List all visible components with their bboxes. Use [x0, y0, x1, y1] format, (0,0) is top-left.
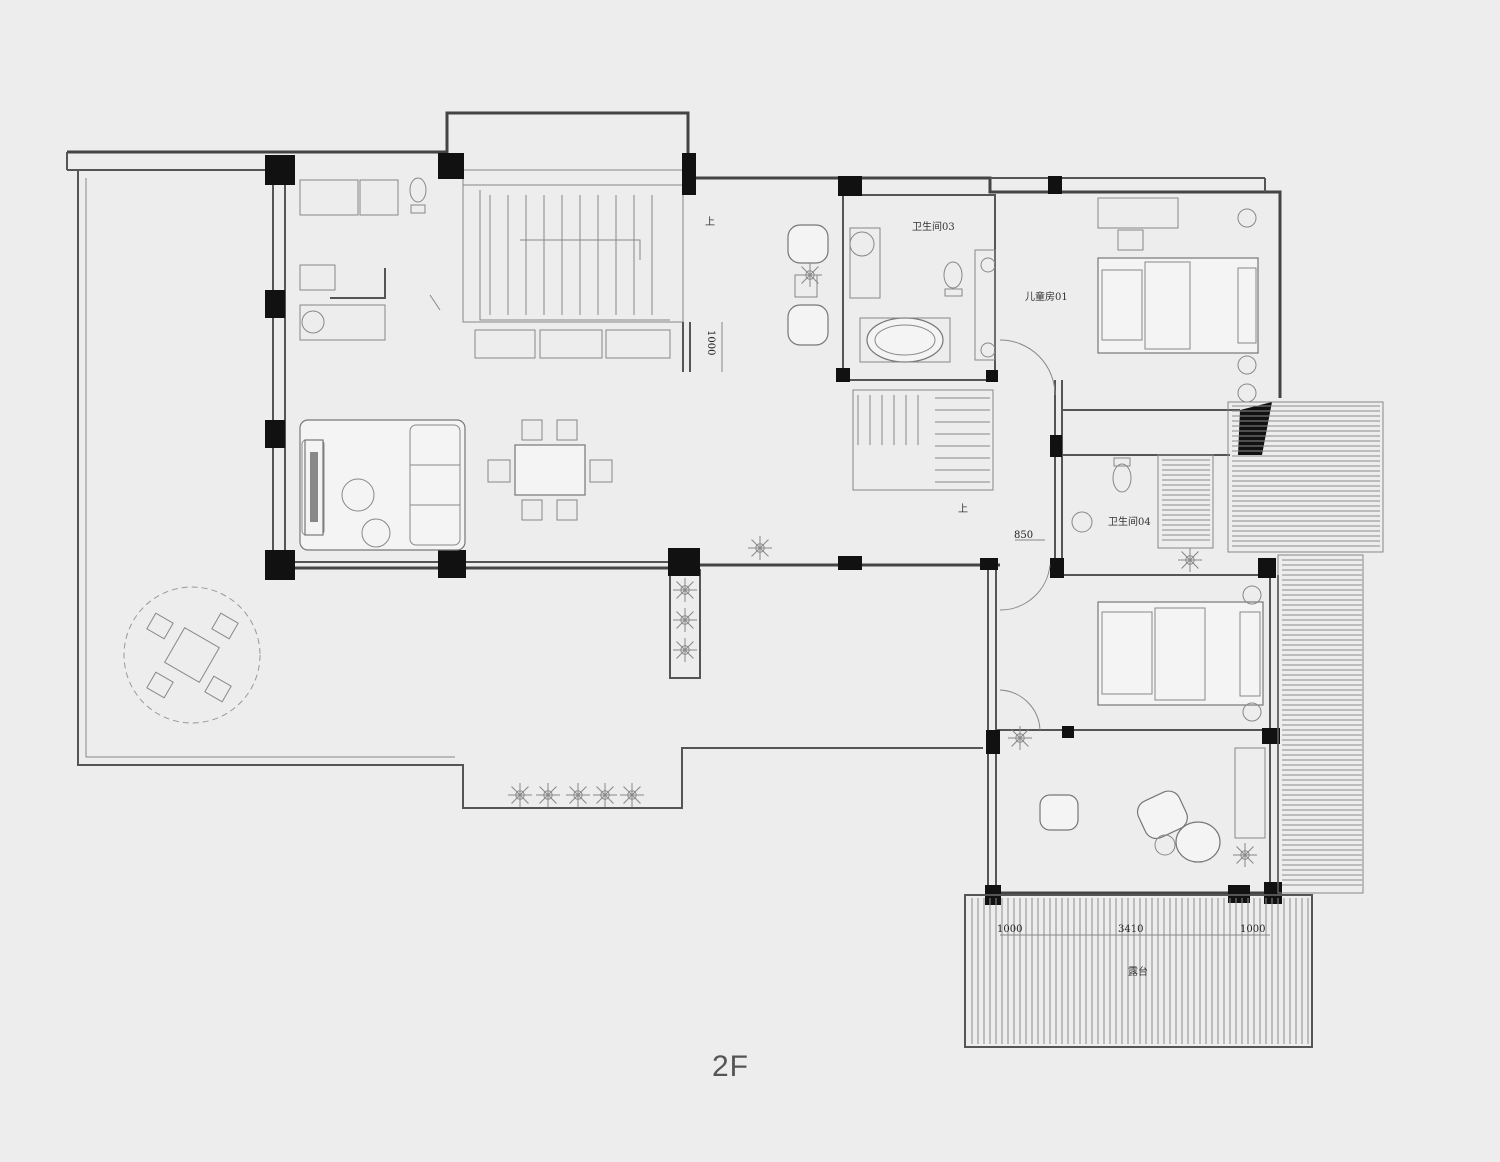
bath-03-fixtures [849, 227, 996, 363]
terrace-deck-right [1227, 401, 1384, 894]
floor-label: 2F [712, 1050, 750, 1083]
tv-cabinet [304, 439, 324, 536]
bedroom-2-bed [1097, 585, 1264, 722]
stair-upper [479, 190, 670, 321]
room-label-kids-room-01: 儿童房01 [1025, 290, 1068, 303]
room-label-bath-04: 卫生间04 [1108, 515, 1151, 528]
plant-icons [508, 263, 1257, 867]
door-swings [429, 294, 1056, 731]
dimension-terrace-mid: 3410 [1118, 924, 1143, 935]
sofa-set [299, 419, 466, 551]
armchairs [787, 224, 829, 346]
dimension-lines [721, 322, 1270, 936]
closet-hatch [1157, 454, 1214, 549]
terrace-deck-bottom [964, 894, 1313, 1048]
cabinet-row [474, 329, 671, 359]
powder-room [299, 177, 427, 341]
stair-up-mark-2: 上 [958, 503, 968, 515]
dimension-terrace-right: 1000 [1240, 924, 1265, 935]
stair-up-mark-1: 上 [705, 216, 715, 228]
stair-lower [852, 389, 994, 491]
columns [265, 153, 1282, 905]
room-label-bath-03: 卫生间03 [912, 220, 955, 233]
dining-table [487, 419, 613, 521]
dimension-door-width: 850 [1014, 530, 1033, 541]
outdoor-table [123, 586, 261, 724]
lounge-chairs [1039, 747, 1266, 863]
bath-04-fixtures [1071, 457, 1132, 533]
exterior-walls [66, 111, 1282, 895]
dimension-terrace-left: 1000 [997, 924, 1022, 935]
room-label-terrace: 露台 [1128, 965, 1148, 978]
dimension-stair-width: 1000 [705, 330, 716, 355]
kids-bed [1097, 197, 1259, 403]
